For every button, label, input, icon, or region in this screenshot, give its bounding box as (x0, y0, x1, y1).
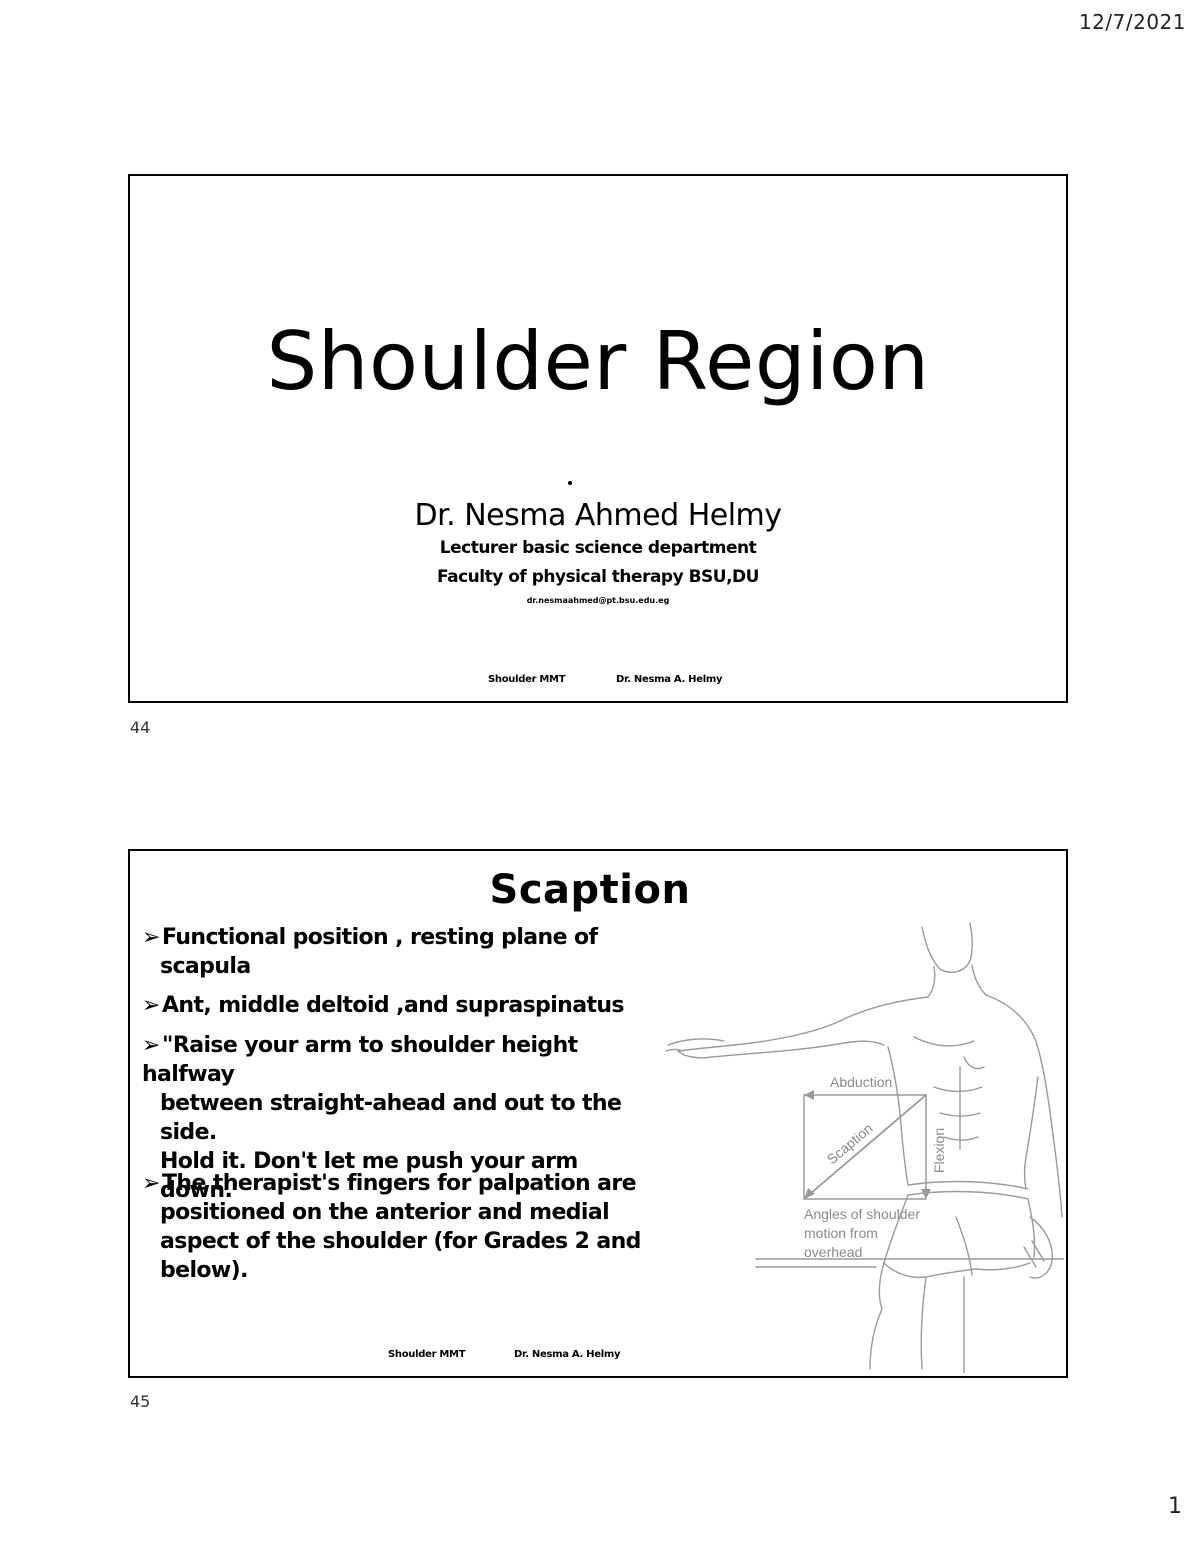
flexion-arrow-icon (921, 1189, 931, 1199)
stray-mark (568, 481, 572, 485)
author-email: dr.nesmaahmed@pt.bsu.edu.eg (526, 596, 670, 605)
page-number: 1 (1168, 1494, 1182, 1519)
arrow-bullet-icon: ➢ (142, 925, 160, 950)
slide-45: Scaption ➢Functional position , resting … (128, 849, 1068, 1378)
scaption-diagonal-line (803, 1094, 927, 1200)
diagram-caption-line: motion from (804, 1225, 878, 1241)
slide-footer-left: Shoulder MMT (388, 1349, 466, 1360)
slide-title: Scaption (489, 867, 691, 913)
print-date: 12/7/2021 (1078, 10, 1186, 34)
bullet-item: ➢Functional position , resting plane of … (142, 925, 598, 979)
author-faculty: Faculty of physical therapy BSU,DU (437, 567, 759, 587)
scaption-arrow-icon (804, 1188, 815, 1199)
slide-footer-left: Shoulder MMT (488, 674, 566, 685)
abduction-arrow-icon (804, 1090, 814, 1100)
slide-footer-right: Dr. Nesma A. Helmy (616, 674, 723, 685)
slide-number: 45 (130, 1392, 151, 1411)
shoulder-angle-diagram: Abduction Flexion Scaption Angles of sho… (803, 1074, 947, 1260)
label-flexion: Flexion (931, 1128, 947, 1173)
seated-figure-drawing (665, 922, 1064, 1373)
label-abduction: Abduction (830, 1074, 892, 1090)
scaption-illustration: Abduction Flexion Scaption Angles of sho… (665, 922, 1064, 1373)
arrow-bullet-icon: ➢ (142, 993, 160, 1018)
slide-footer-right: Dr. Nesma A. Helmy (514, 1349, 621, 1360)
diagram-caption-line: overhead (804, 1244, 862, 1260)
arrow-bullet-icon: ➢ (142, 1171, 160, 1196)
author-name: Dr. Nesma Ahmed Helmy (414, 498, 782, 533)
bullet-item: ➢Ant, middle deltoid ,and supraspinatus (142, 993, 625, 1018)
slide-title: Shoulder Region (266, 315, 930, 408)
angle-box (803, 1094, 927, 1200)
slide-number: 44 (130, 718, 151, 737)
bullet-item: ➢The therapist's fingers for palpation a… (142, 1171, 641, 1283)
slide-44: Shoulder Region Dr. Nesma Ahmed Helmy Le… (128, 174, 1068, 703)
author-role: Lecturer basic science department (439, 538, 757, 558)
diagram-caption-line: Angles of shoulder (804, 1206, 920, 1222)
bullet-item: ➢"Raise your arm to shoulder height half… (142, 1033, 622, 1203)
arrow-bullet-icon: ➢ (142, 1033, 160, 1058)
